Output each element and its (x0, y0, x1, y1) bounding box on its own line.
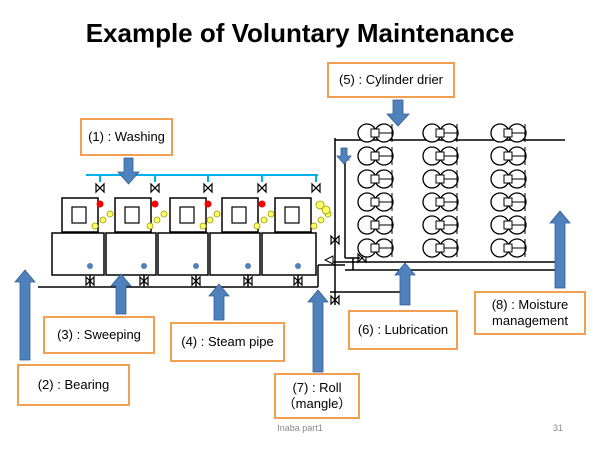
label-roll-text: (7) : Roll (292, 380, 342, 395)
red-valves (96, 200, 266, 208)
label-lubrication: (6) : Lubrication (348, 310, 458, 350)
washer-unit-1 (51, 197, 105, 276)
arrow-drier-inlet (336, 147, 352, 165)
label-bearing: (2) : Bearing (17, 364, 130, 406)
drier-drums (357, 123, 527, 258)
label-moisture-management: (8) : Moisture management (474, 291, 586, 335)
label-cylinder-drier: (5) : Cylinder drier (327, 62, 455, 98)
label-management-text: management (492, 313, 568, 328)
arrow-steam-pipe (208, 283, 230, 321)
label-moisture-text: (8) : Moisture (491, 297, 569, 312)
label-mangle-text: （mangle） (282, 396, 352, 411)
label-steam-pipe: (4) : Steam pipe (170, 322, 285, 362)
arrow-bearing (14, 269, 36, 361)
supply-valves (95, 183, 321, 193)
label-steam-pipe-text: (4) : Steam pipe (181, 334, 274, 349)
arrow-moisture (549, 210, 571, 289)
label-sweeping-text: (3) : Sweeping (57, 327, 141, 342)
washer-unit-3 (157, 197, 209, 276)
label-roll-mangle: (7) : Roll （mangle） (274, 373, 360, 419)
washer-units (51, 197, 317, 276)
arrow-sweeping (110, 273, 132, 315)
arrow-roll (307, 289, 329, 373)
label-lubrication-text: (6) : Lubrication (357, 322, 449, 337)
arrow-cylinder-drier (386, 99, 410, 127)
washer-unit-5 (261, 197, 317, 276)
water-supply-pipe (86, 174, 318, 182)
roll-inlet (323, 255, 334, 265)
arrow-lubrication (394, 262, 416, 306)
slide-title: Example of Voluntary Maintenance (85, 18, 515, 48)
pointer-arrows (14, 99, 571, 373)
arrow-washing (117, 157, 140, 185)
washer-unit-4 (209, 197, 261, 276)
label-cylinder-drier-text: (5) : Cylinder drier (338, 72, 444, 87)
label-sweeping: (3) : Sweeping (43, 316, 155, 354)
page-number: 31 (553, 423, 564, 433)
rollers (91, 200, 332, 230)
washer-unit-2 (105, 197, 157, 276)
footer-text: Inaba part1 (277, 423, 323, 433)
label-bearing-text: (2) : Bearing (37, 377, 110, 392)
label-washing-text: (1) : Washing (88, 129, 165, 144)
label-washing: (1) : Washing (80, 118, 173, 156)
